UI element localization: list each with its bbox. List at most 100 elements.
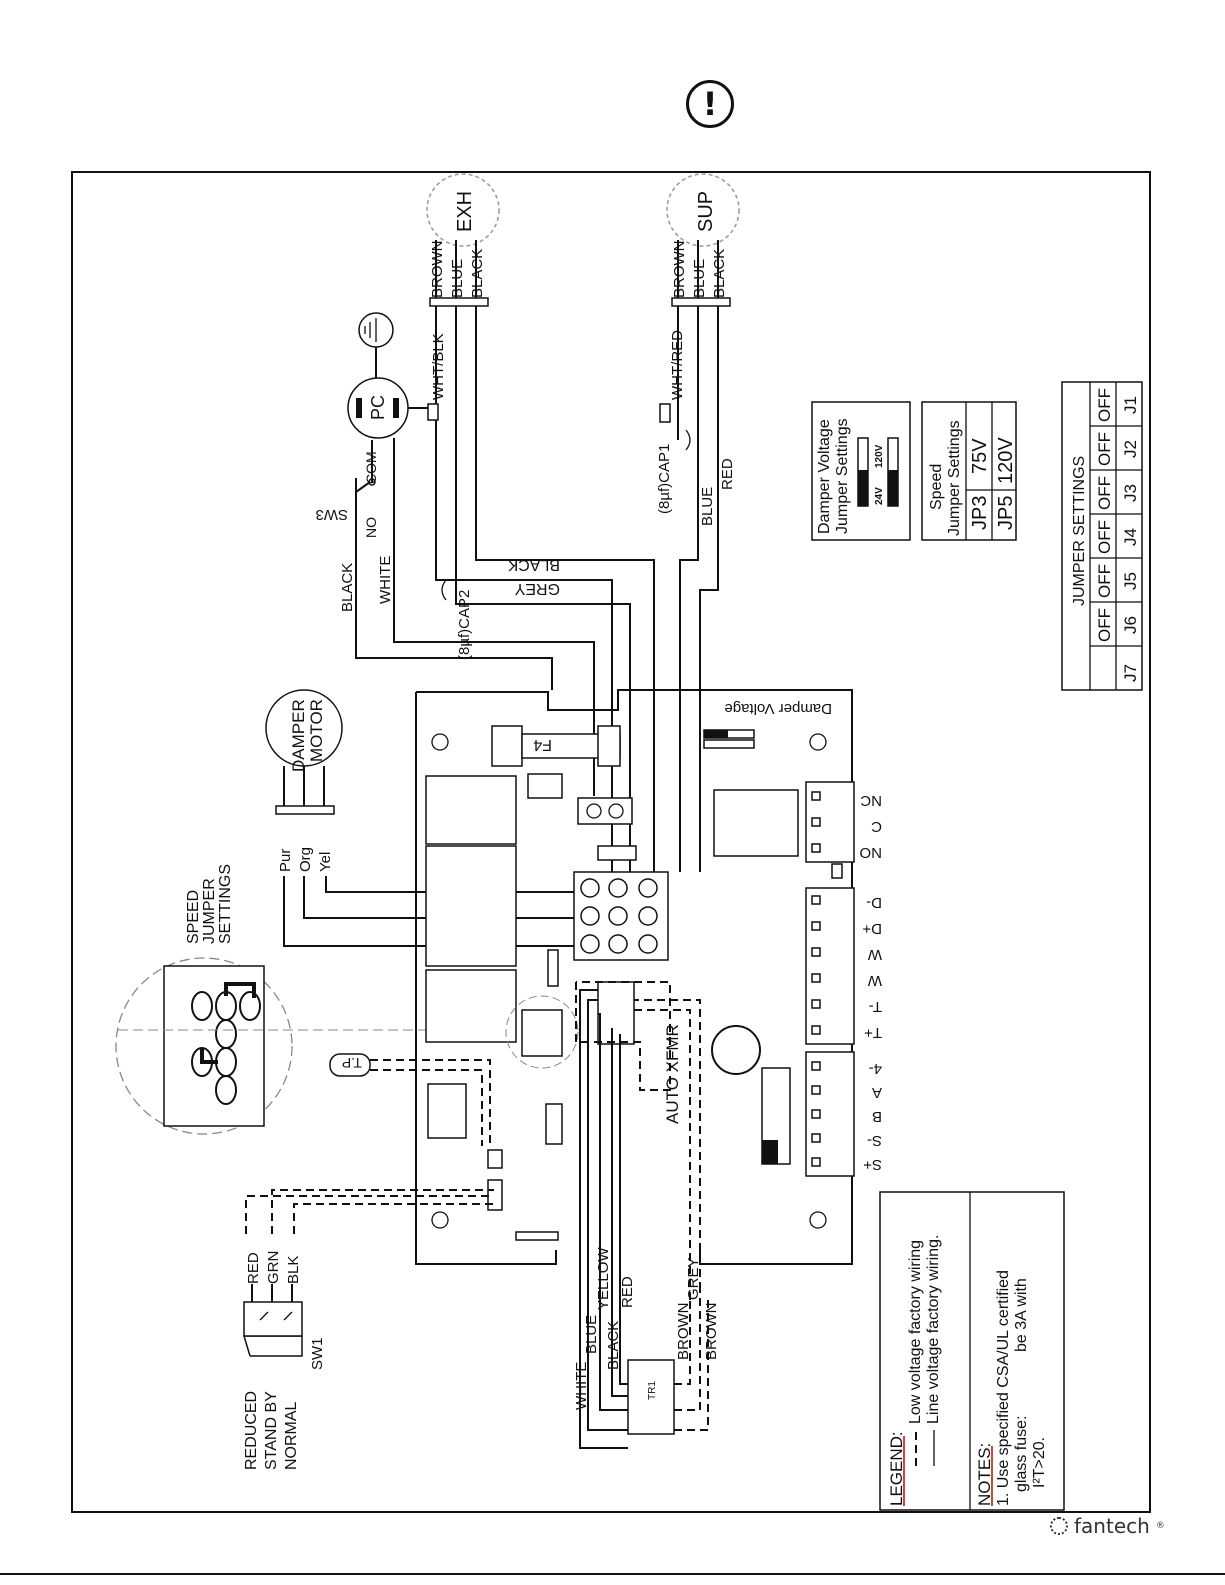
exhaust-motor-label: EXH xyxy=(454,191,476,232)
warning-icon: ! xyxy=(686,80,734,128)
label-cap2: (8µf)CAP2 xyxy=(456,590,473,660)
exh-blue-wire xyxy=(455,306,631,872)
damper-wire-pur: Pur xyxy=(277,849,294,872)
jumper-id-j2: J2 xyxy=(1121,440,1140,458)
jumper-state-j2: OFF xyxy=(1095,432,1114,466)
terminal-control: D- D+ W W T- T+ xyxy=(805,887,882,1045)
xfmr-wire-blue: BLUE xyxy=(583,1315,600,1354)
jumper-state-j3: OFF xyxy=(1095,476,1114,510)
damper-motor: DAMPER MOTOR xyxy=(265,689,343,815)
sup-red-wire xyxy=(699,306,719,872)
brand-logo: fantech ® xyxy=(1050,1514,1165,1538)
notes-line-2: glass fuse: xyxy=(1013,1416,1030,1492)
legend-title: LEGEND: xyxy=(887,1431,906,1506)
tp-probe: T.P xyxy=(329,1053,491,1146)
terminal-remote: 4- A B S- S+ xyxy=(805,1051,882,1177)
ground-icon xyxy=(358,312,394,378)
supply-motor: SUP xyxy=(666,173,740,247)
damper-wire-org: Org xyxy=(297,847,314,872)
board-damper-voltage: Damper Voltage xyxy=(724,700,832,717)
label-red: RED xyxy=(719,458,736,490)
damper-voltage-table: Damper Voltage Jumper Settings 24V 120V xyxy=(811,401,911,541)
terminal-c: C xyxy=(871,818,882,835)
terminal-b: B xyxy=(872,1108,882,1125)
jumper-id-j6: J6 xyxy=(1121,616,1140,634)
exhaust-motor: EXH xyxy=(426,173,500,247)
speed-jumper-callout: SPEED JUMPER SETTINGS xyxy=(115,864,500,1135)
cap1: WHT/RED (8µf)CAP1 xyxy=(656,330,691,514)
fuse-label: F4 xyxy=(533,736,552,753)
exh-black-wire xyxy=(475,306,655,872)
notes-line-4: I²T>20. xyxy=(1031,1437,1048,1488)
xfmr-wire-brown1: BROWN xyxy=(675,1303,692,1361)
notes-line-3: be 3A with xyxy=(1013,1278,1030,1352)
diagram-frame xyxy=(71,171,1151,1513)
sw1-pos-reduced: REDUCED xyxy=(243,1391,260,1470)
brand-reg: ® xyxy=(1155,1521,1165,1531)
supply-motor-label: SUP xyxy=(695,191,717,232)
exh-wire-blue: BLUE xyxy=(449,259,466,298)
tp-label: T.P xyxy=(342,1055,362,1071)
fantech-logo-icon xyxy=(1050,1517,1068,1535)
sup-blue-wire xyxy=(679,306,699,872)
legend-notes-box: LEGEND: Low voltage factory wiring Line … xyxy=(879,1191,1065,1511)
white-left-wire xyxy=(393,438,595,796)
terminal-w1: W xyxy=(867,946,882,963)
terminal-4-minus: 4- xyxy=(869,1060,882,1077)
brand-name: fantech xyxy=(1074,1514,1150,1538)
speed-jp3: JP3 xyxy=(969,496,991,530)
dv-title-2: Jumper Settings xyxy=(834,418,851,534)
sw1-pos-normal: NORMAL xyxy=(283,1401,300,1470)
terminal-d-plus: D+ xyxy=(862,920,882,937)
terminal-relay: NC C NO xyxy=(805,781,883,863)
label-cap1: (8µf)CAP1 xyxy=(656,444,673,514)
jumper-state-j6: OFF xyxy=(1095,608,1114,642)
sw1-wire-blk: BLK xyxy=(285,1256,302,1284)
xfmr-wire-brown2: BROWN xyxy=(703,1303,720,1361)
terminal-no: NO xyxy=(860,844,883,861)
sw1-label: SW1 xyxy=(309,1337,326,1370)
speed-callout-line3: SETTINGS xyxy=(217,864,234,944)
tr1-label: TR1 xyxy=(647,1381,658,1400)
footer-rule xyxy=(0,1573,1225,1575)
speed-75v: 75V xyxy=(969,438,991,474)
jumper-state-j4: OFF xyxy=(1095,520,1114,554)
speed-callout-line1: SPEED xyxy=(185,890,202,944)
xfmr-wire-black: BLACK xyxy=(605,1321,622,1370)
label-sw3: SW3 xyxy=(315,506,348,523)
switch-sw3: SW3 NO COM xyxy=(315,440,379,538)
label-com: COM xyxy=(363,451,379,484)
dv-opt-24v: 24V xyxy=(874,487,885,505)
switch-sw1: RED GRN BLK SW1 REDUCED STAND BY NORMAL xyxy=(242,1251,326,1470)
label-wht-red: WHT/RED xyxy=(669,330,686,400)
auto-xfmr-label: AUTO XFMR xyxy=(663,1024,682,1124)
pc-plug: PC xyxy=(347,377,409,439)
terminal-w2: W xyxy=(867,972,882,989)
jumper-id-j4: J4 xyxy=(1121,528,1140,546)
pc-label: PC xyxy=(368,395,388,420)
jumper-id-j5: J5 xyxy=(1121,572,1140,590)
damper-wire-yel: Yel xyxy=(317,852,334,872)
notes-title: NOTES: xyxy=(975,1443,994,1506)
terminal-t-plus: T+ xyxy=(864,1024,882,1041)
dv-opt-120v: 120V xyxy=(874,444,885,468)
speed-title-1: Speed xyxy=(928,464,945,510)
terminal-t-minus: T- xyxy=(869,998,882,1015)
jumper-state-j1: OFF xyxy=(1095,388,1114,422)
sw1-wire-grn: GRN xyxy=(265,1251,282,1284)
damper-motor-line1: DAMPER xyxy=(289,699,308,772)
transformer-tr1: TR1 xyxy=(627,1359,675,1435)
jumper-id-j7: J7 xyxy=(1121,664,1140,682)
sup-wire-black: BLACK xyxy=(711,249,728,298)
label-black-top: BLACK xyxy=(507,556,560,573)
exhaust-wire-bundle: BROWN BLUE BLACK xyxy=(429,240,489,307)
speed-jp5: JP5 xyxy=(995,496,1017,530)
black-left-wire xyxy=(355,520,553,690)
label-grey-top: GREY xyxy=(514,580,560,597)
sup-wire-blue: BLUE xyxy=(691,259,708,298)
legend-low-voltage: Low voltage factory wiring xyxy=(907,1240,924,1424)
label-blue: BLUE xyxy=(699,487,716,526)
notes-line-1: 1. Use specified CSA/UL certified xyxy=(995,1270,1012,1506)
xfmr-wire-grey: GREY xyxy=(685,1257,702,1300)
